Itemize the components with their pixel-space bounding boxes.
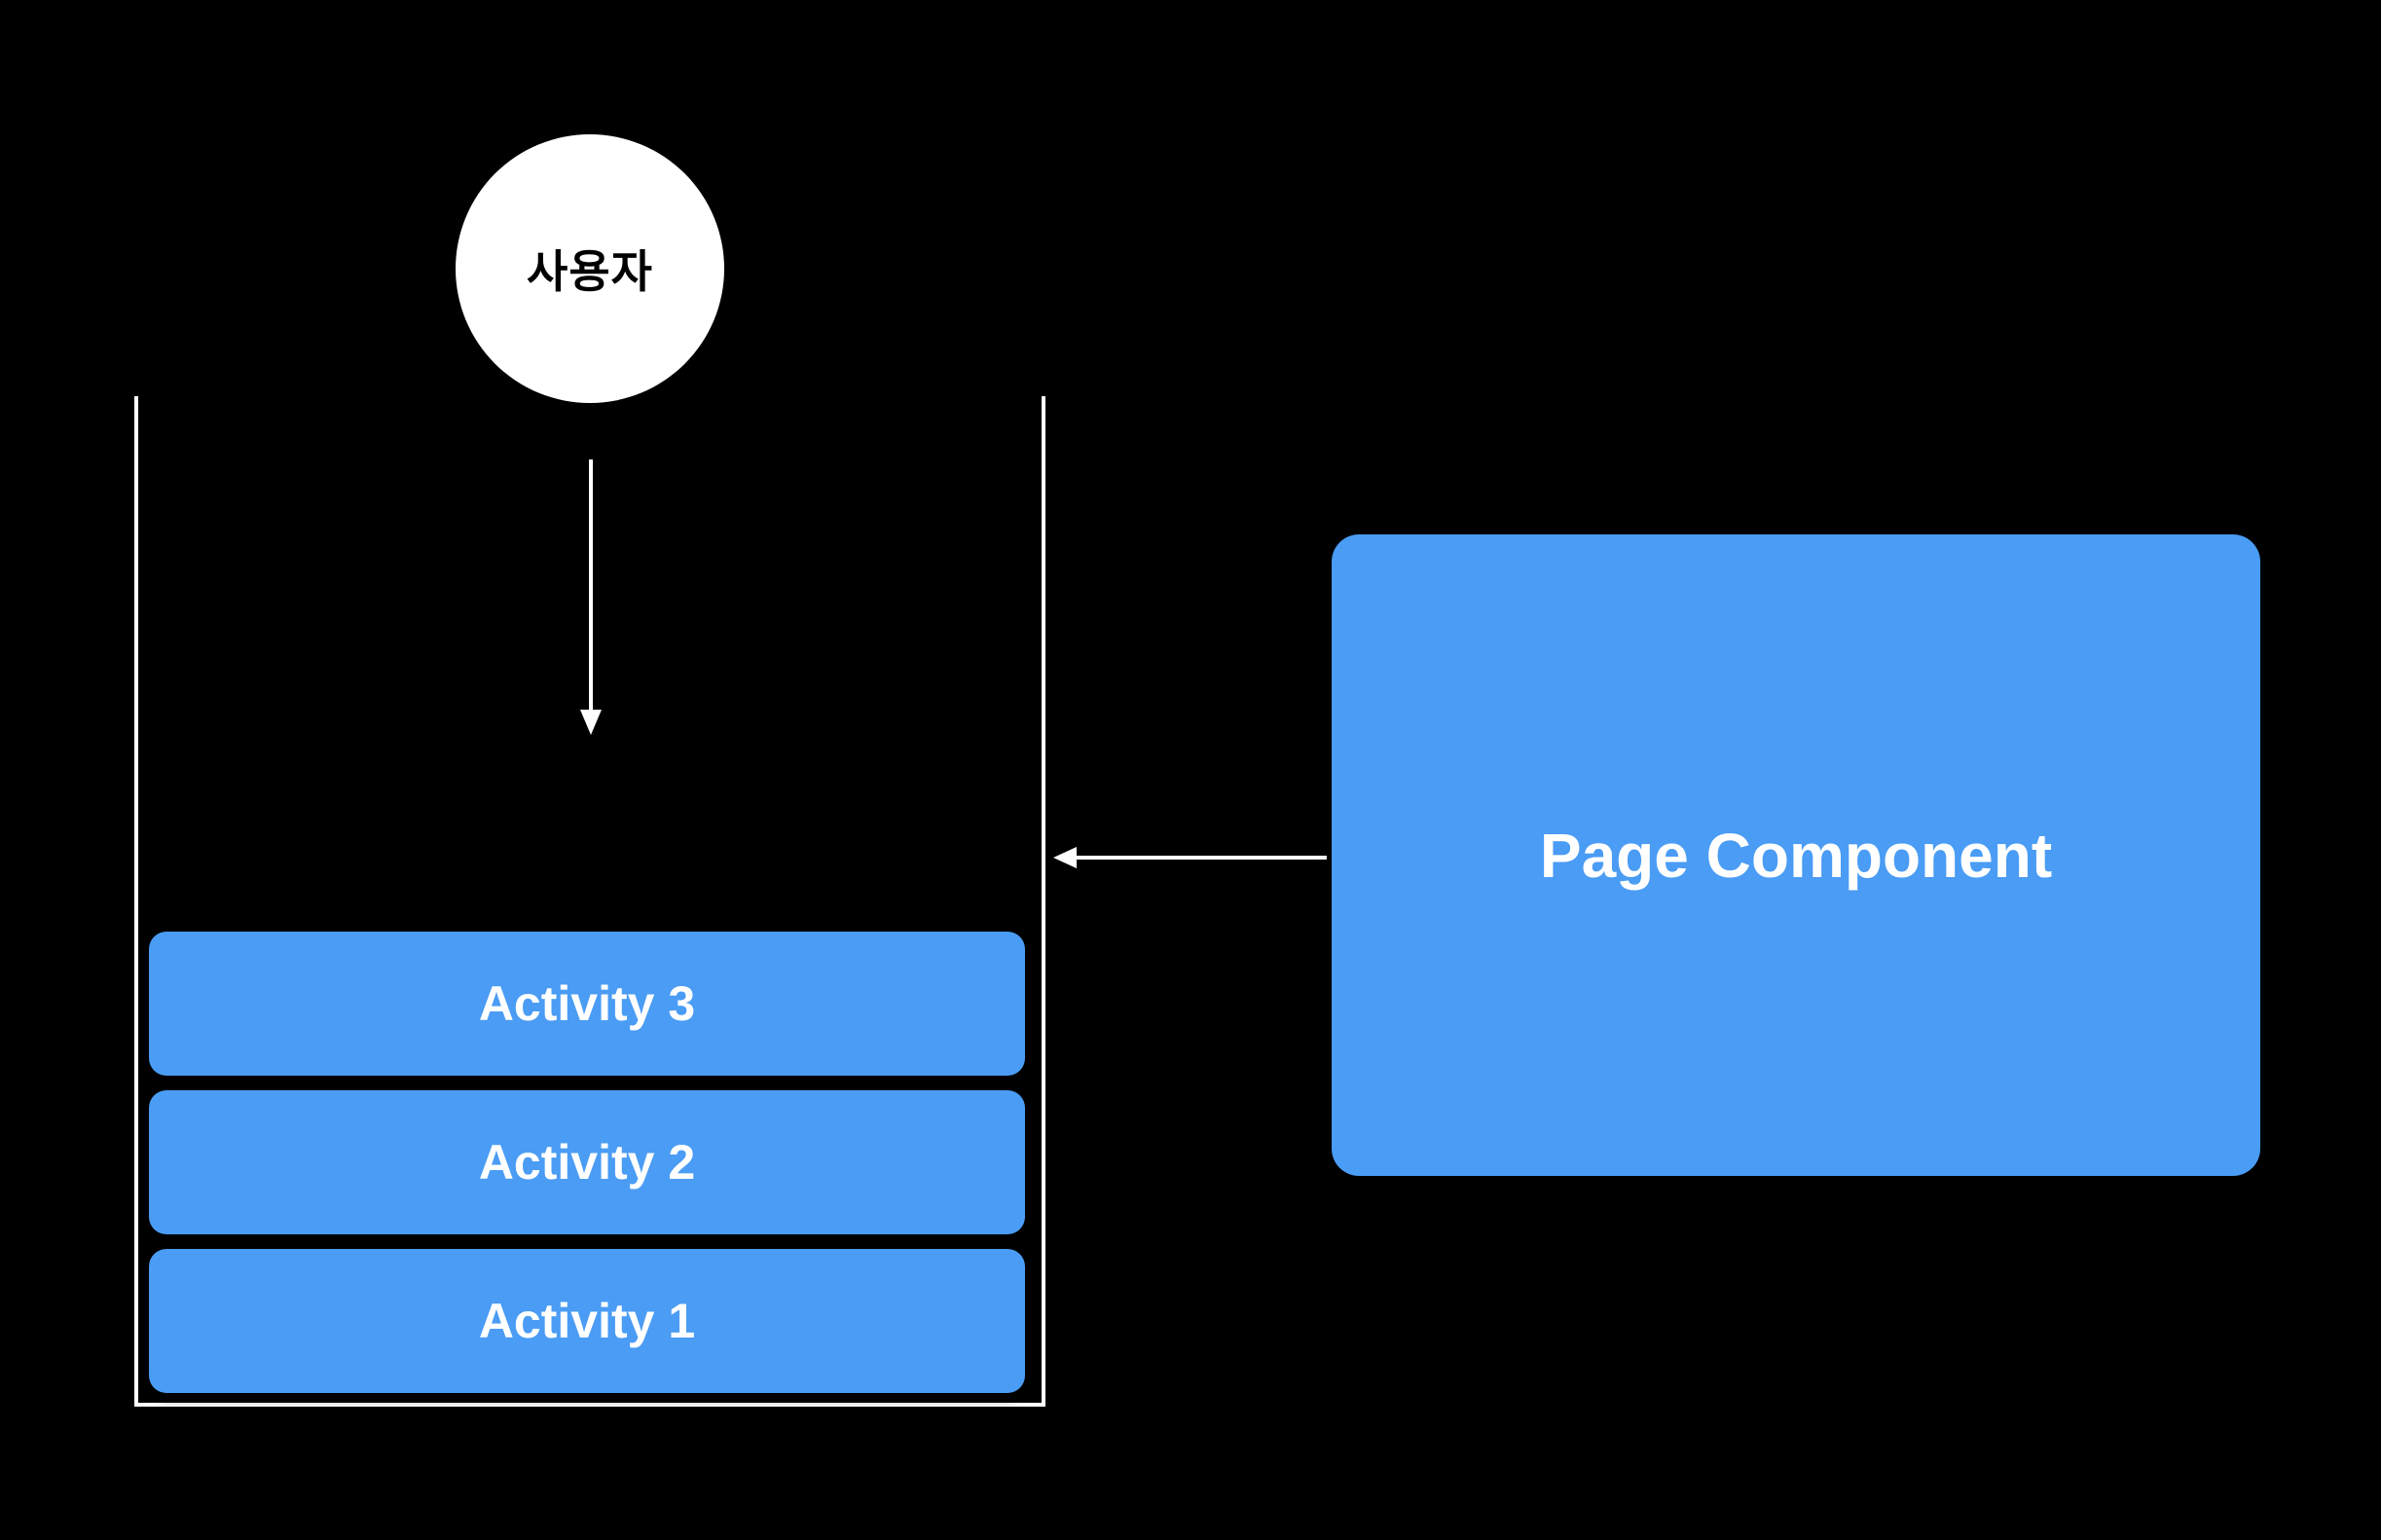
- page-component-label: Page Component: [1539, 820, 2053, 891]
- user-circle-label: 사용자: [527, 246, 653, 297]
- arrow-left-icon: [1053, 847, 1327, 868]
- activity-1-label: Activity 1: [478, 1294, 696, 1348]
- activity-3-label: Activity 3: [478, 976, 696, 1031]
- activity-box-3: Activity 3: [149, 932, 1025, 1076]
- activity-stack-container: [134, 396, 1045, 1407]
- arrow-down-icon: [580, 459, 602, 735]
- activity-2-label: Activity 2: [478, 1135, 696, 1190]
- activity-box-1: Activity 1: [149, 1249, 1025, 1393]
- page-component-box: Page Component: [1332, 534, 2260, 1176]
- user-circle: 사용자: [456, 134, 724, 403]
- activity-box-2: Activity 2: [149, 1090, 1025, 1234]
